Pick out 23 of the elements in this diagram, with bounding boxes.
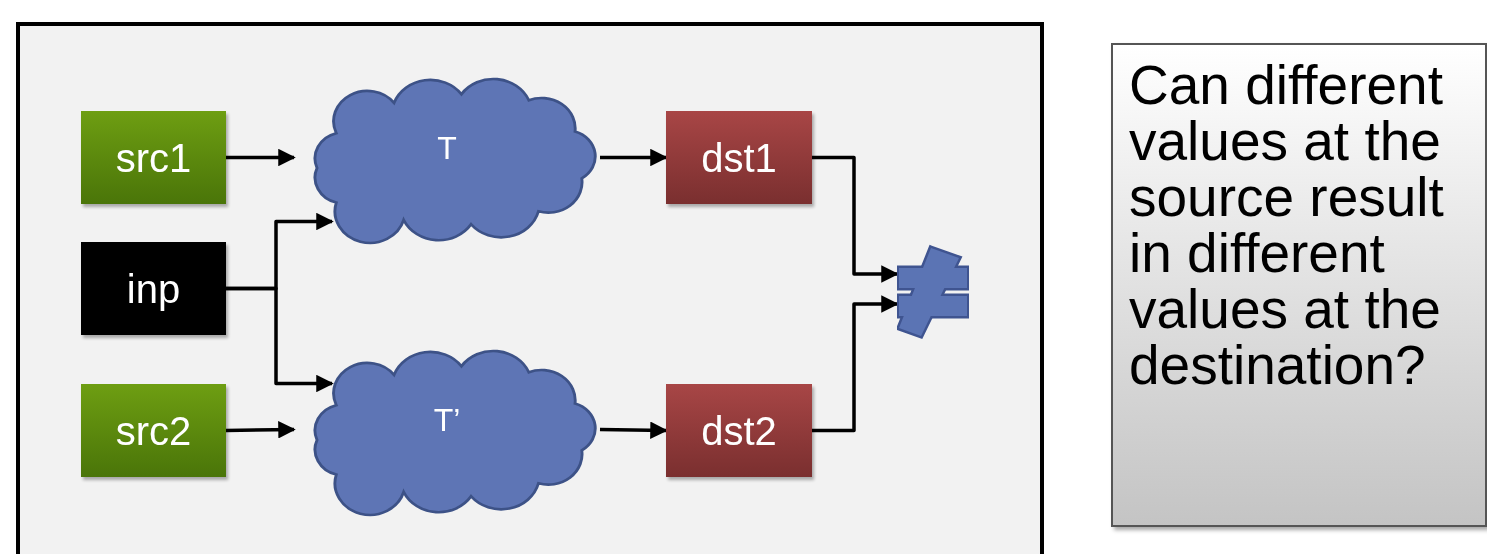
- box-label: src1: [115, 137, 192, 178]
- question-text: Can different values at the source result in different values at the destination?: [1129, 57, 1445, 393]
- arrow: [225, 421, 296, 439]
- panel-box: [16, 22, 1044, 554]
- box-label: inp: [126, 268, 181, 309]
- cloud-label: T: [437, 131, 457, 164]
- arrow: [812, 155, 899, 283]
- source-box: [81, 111, 226, 204]
- arrow: [226, 148, 296, 167]
- input-box: [81, 242, 226, 335]
- arrow: [600, 148, 668, 167]
- box-label: dst2: [701, 410, 777, 451]
- arrow: [226, 286, 334, 393]
- source-box: [81, 384, 226, 477]
- box-label: dst1: [701, 137, 777, 178]
- arrow: [812, 295, 899, 433]
- cloud-label: T’: [433, 403, 461, 436]
- box-label: src2: [115, 410, 192, 451]
- destination-box: [666, 111, 812, 204]
- destination-box: [666, 384, 812, 477]
- question-box: [1111, 43, 1487, 527]
- not-equal-symbol: [897, 244, 969, 340]
- arrow: [599, 421, 668, 439]
